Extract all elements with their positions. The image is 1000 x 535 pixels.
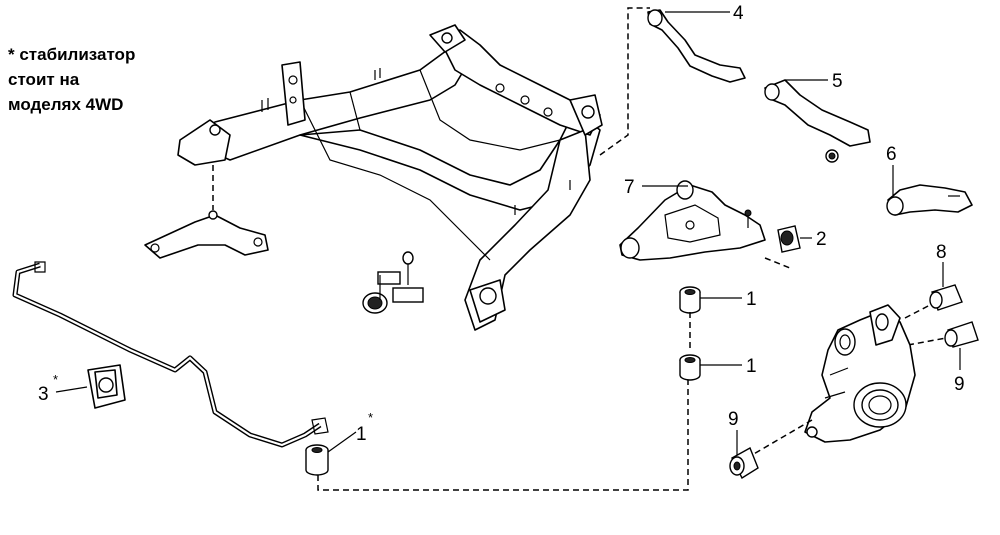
stabilizer-bar bbox=[12, 261, 329, 448]
bushing-1-upper bbox=[679, 286, 701, 314]
leader-dashed-9 bbox=[907, 337, 947, 346]
lateral-link-arm-5 bbox=[764, 79, 871, 163]
upper-link-arm-4 bbox=[647, 9, 746, 83]
callout-8: 8 bbox=[936, 242, 947, 263]
bolt-assembly bbox=[362, 251, 424, 314]
leader-dashed-arm2 bbox=[764, 257, 791, 269]
callout-4: 4 bbox=[733, 3, 744, 24]
callout-5: 5 bbox=[832, 71, 843, 92]
callout-2: 2 bbox=[816, 229, 827, 250]
bushing-9-lower bbox=[729, 447, 759, 480]
leader-dashed-bottom bbox=[317, 378, 689, 491]
stabilizer-link-bushing bbox=[305, 444, 329, 476]
bushing-1-lower bbox=[679, 354, 701, 381]
callout-1-lower: 1 bbox=[746, 356, 757, 377]
lower-bracket bbox=[144, 210, 269, 259]
note-line-1: * стабилизатор bbox=[8, 45, 136, 64]
subframe bbox=[177, 24, 603, 331]
stabilizer-note: * стабилизатор стоит на моделях 4WD bbox=[8, 42, 135, 117]
callout-3: 3 bbox=[38, 384, 49, 405]
leader-dashed-top bbox=[599, 7, 650, 156]
callout-3-star: * bbox=[53, 372, 58, 387]
callout-1-star: * bbox=[368, 410, 373, 425]
leader-dashed-9-lower bbox=[751, 419, 813, 456]
bushing-9-right bbox=[944, 321, 979, 348]
note-line-2: стоит на bbox=[8, 70, 80, 89]
lower-control-arm bbox=[619, 180, 766, 261]
callout-leaders bbox=[55, 11, 961, 455]
callout-6: 6 bbox=[886, 144, 897, 165]
callout-9-lower: 9 bbox=[728, 409, 739, 430]
callout-7: 7 bbox=[624, 177, 635, 198]
bushing-8 bbox=[929, 284, 963, 311]
arm-bushing-2 bbox=[777, 225, 801, 253]
callout-1-stabilizer: 1 bbox=[356, 424, 367, 445]
callout-1-upper: 1 bbox=[746, 289, 757, 310]
leader-dashed-8 bbox=[904, 304, 931, 319]
note-line-3: моделях 4WD bbox=[8, 95, 124, 114]
stabilizer-bushing bbox=[87, 364, 126, 409]
trailing-link-arm-6 bbox=[886, 184, 973, 216]
hub-knuckle bbox=[804, 304, 916, 443]
callout-9-right: 9 bbox=[954, 374, 965, 395]
